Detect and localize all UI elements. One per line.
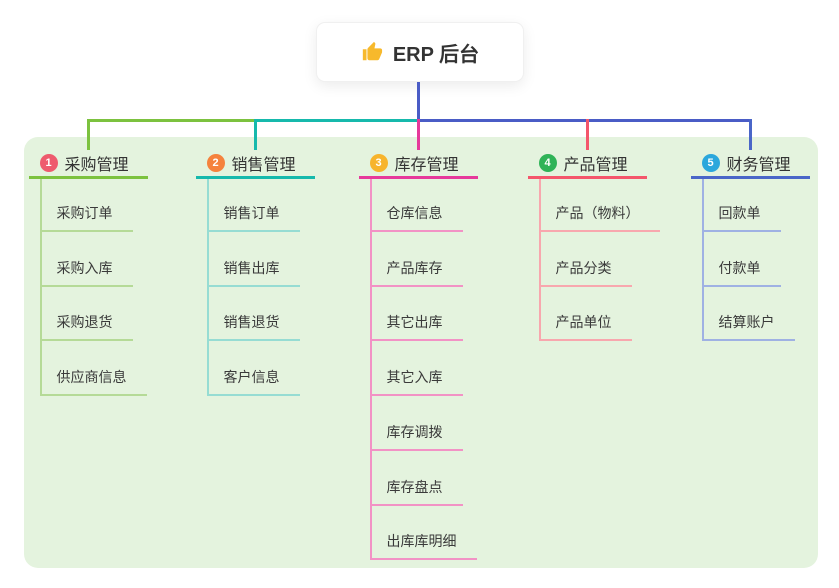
bus-segment-right xyxy=(418,119,752,122)
thumbs-up-icon xyxy=(361,41,383,63)
root-label: ERP 后台 xyxy=(392,43,480,66)
root-node[interactable]: ERP 后台 xyxy=(316,22,524,82)
leaf-node[interactable]: 其它出库 xyxy=(369,312,463,341)
leaf-node[interactable]: 销售出库 xyxy=(206,258,300,287)
branch-header-5[interactable]: 5 财务管理 xyxy=(690,150,810,179)
leaf-node[interactable]: 产品（物料） xyxy=(538,203,660,232)
leaf-node[interactable]: 库存调拨 xyxy=(369,422,463,451)
branch-badge: 3 xyxy=(369,154,388,172)
bus-segment-mid xyxy=(255,119,420,122)
panel-background xyxy=(24,137,818,568)
branch-badge: 2 xyxy=(206,154,225,172)
leaf-node[interactable]: 仓库信息 xyxy=(369,203,463,232)
branch-drop-line xyxy=(585,119,589,150)
leaf-node[interactable]: 出库库明细 xyxy=(369,531,477,560)
branch-drop-line xyxy=(86,119,90,150)
leaf-node[interactable]: 采购退货 xyxy=(39,312,133,341)
branch-badge: 4 xyxy=(538,154,557,172)
branch-vertical-line xyxy=(369,179,372,558)
leaf-node[interactable]: 客户信息 xyxy=(206,367,300,396)
branch-header-2[interactable]: 2 销售管理 xyxy=(195,150,315,179)
leaf-node[interactable]: 产品单位 xyxy=(538,312,632,341)
branch-drop-line xyxy=(748,119,752,150)
leaf-node[interactable]: 结算账户 xyxy=(701,312,795,341)
branch-badge: 1 xyxy=(39,154,58,172)
branch-label: 产品管理 xyxy=(563,157,628,174)
branch-vertical-line xyxy=(538,179,541,339)
leaf-node[interactable]: 产品库存 xyxy=(369,258,463,287)
leaf-node[interactable]: 回款单 xyxy=(701,203,781,232)
branch-drop-line xyxy=(416,119,420,150)
leaf-node[interactable]: 其它入库 xyxy=(369,367,463,396)
root-trunk-line xyxy=(417,82,420,122)
branch-label: 采购管理 xyxy=(64,157,129,174)
leaf-node[interactable]: 采购订单 xyxy=(39,203,133,232)
leaf-node[interactable]: 产品分类 xyxy=(538,258,632,287)
branch-drop-line xyxy=(253,119,257,150)
leaf-node[interactable]: 销售退货 xyxy=(206,312,300,341)
leaf-node[interactable]: 采购入库 xyxy=(39,258,133,287)
branch-header-4[interactable]: 4 产品管理 xyxy=(527,150,647,179)
leaf-node[interactable]: 付款单 xyxy=(701,258,781,287)
leaf-node[interactable]: 库存盘点 xyxy=(369,477,463,506)
branch-header-1[interactable]: 1 采购管理 xyxy=(28,150,148,179)
branch-label: 销售管理 xyxy=(231,157,296,174)
branch-badge: 5 xyxy=(701,154,720,172)
branch-vertical-line xyxy=(701,179,704,339)
branch-header-3[interactable]: 3 库存管理 xyxy=(358,150,478,179)
branch-label: 财务管理 xyxy=(726,157,791,174)
leaf-node[interactable]: 供应商信息 xyxy=(39,367,147,396)
branch-label: 库存管理 xyxy=(394,157,459,174)
bus-segment-left xyxy=(88,119,257,122)
leaf-node[interactable]: 销售订单 xyxy=(206,203,300,232)
